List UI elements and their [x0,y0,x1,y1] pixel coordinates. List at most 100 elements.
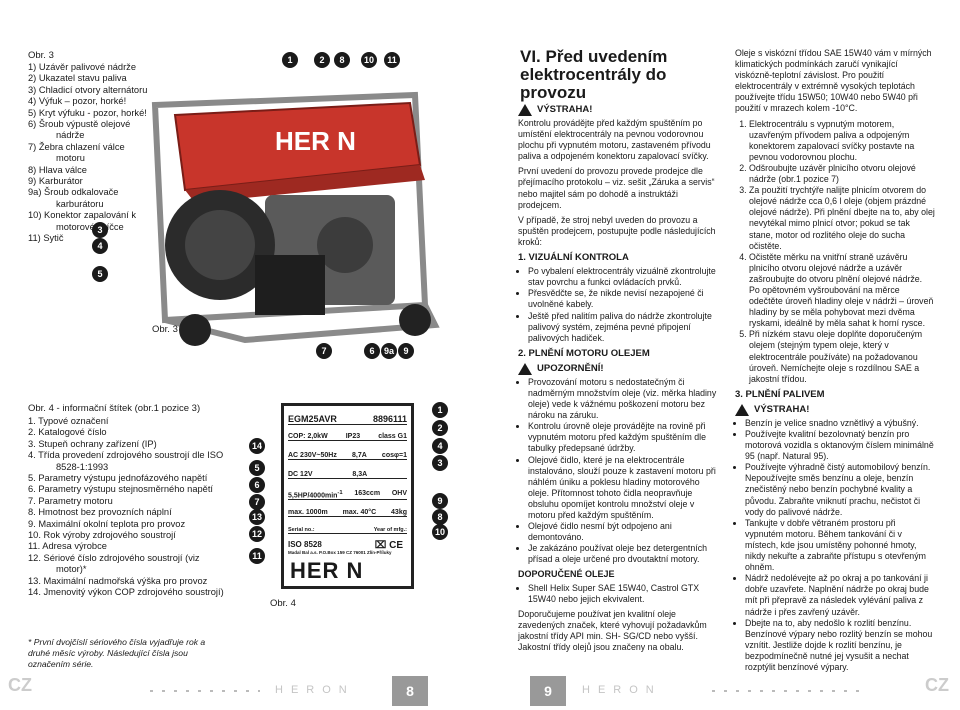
list-item: Používejte kvalitní bezolovnatý benzín p… [745,429,935,462]
warning-1: VÝSTRAHA! [518,104,718,116]
legend-item: 8. Hmotnost bez provozních náplní [28,507,172,518]
heading-visual: 1. VIZUÁLNÍ KONTROLA [518,252,629,264]
step-item: Elektrocentrálu s vypnutým motorem, uzav… [749,119,935,163]
plate-row-cop: COP: 2,0kW IP23 class G1 [288,433,407,441]
legend-item: 9. Maximální okolní teplota pro provoz [28,518,186,529]
list-item: Olejové čidlo, které je na elektrocentrá… [528,455,718,522]
plate-ohv: OHV [391,490,407,497]
callout-marker: 11 [384,52,400,68]
legend-item: 14. Jmenovitý výkon COP zdrojového soust… [28,587,224,598]
list-item: Používejte výhradně čistý automobilový b… [745,462,935,517]
step-item: Za použití trychtýře nalijte plnicím otv… [749,185,935,252]
list-item: Kontrolu úrovně oleje provádějte na rovi… [528,421,718,454]
legend-item: 2) Ukazatel stavu paliva [28,73,127,84]
legend-item: 4. Třída provedení zdrojového soustrojí … [28,450,224,472]
plate-dc: DC 12V [288,471,313,478]
callout-marker: 5 [92,266,108,282]
callout-marker: 2 [314,52,330,68]
legend-item: 9a) Šroub odkalovače karburátoru [28,187,119,209]
legend-item: 13. Maximální nadmořská výška pro provoz [28,575,208,586]
legend-item: 5) Kryt výfuku - pozor, horké! [28,107,147,118]
list-item: Dbejte na to, aby nedošlo k rozlití benz… [745,618,935,673]
callout-marker: 13 [249,509,265,525]
legend-item: 10. Rok výroby zdrojového soustrojí [28,530,176,541]
list-item: Přesvědčte se, že nikde nevisí nezapojen… [528,288,718,310]
warning-icon [735,403,749,416]
list-item: Provozování motoru s nedostatečným či na… [528,377,718,421]
step-item: Při nízkém stavu oleje doplňte doporučen… [749,329,935,384]
callout-marker: 3 [92,222,108,238]
plate-altitude: max. 1000m [288,509,328,516]
plate-brand: HER N [290,558,364,583]
generator-illustration: HER N [151,91,440,346]
callout-marker: 10 [432,524,448,540]
callout-marker: 7 [249,494,265,510]
plate-cop: COP: 2,0kW [288,433,328,440]
plate-row-serial: Serial no.: Year of mfg.: [288,527,407,534]
legend-item: 2. Katalogové číslo [28,427,107,438]
step-item: Očistěte měrku na vnitřní straně uzávěru… [749,252,935,330]
callout-marker: 10 [361,52,377,68]
plate-row-engine: 5,5HP/4000min-1 163ccm OHV [288,490,407,501]
plate-row-model: EGM25AVR 8896111 [288,414,407,425]
column-middle: VÝSTRAHA! Kontrolu provádějte před každý… [518,100,718,657]
plate-engine-sup: -1 [337,490,343,496]
footer-dots-left [150,690,260,692]
plate-ip: IP23 [345,433,361,440]
para-viscosity: Oleje s viskózní třídou SAE 15W40 vám v … [735,48,932,114]
list-item: Po vybalení elektrocentrály vizuálně zko… [528,266,718,288]
list-item: Ještě před nalitím paliva do nádrže zkon… [528,311,718,344]
ce-mark-icon: ⌧ CE [374,540,403,551]
list-item: Olejové čidlo nesmí být odpojeno ani dem… [528,521,718,543]
generator-figure: HER N [125,55,455,370]
plate-temp: max. 40°C [342,509,377,516]
callout-marker: 9 [398,343,414,359]
heading-recommended-oils: DOPORUČENÉ OLEJE [518,569,615,580]
legend-item: 6) Šroub výpustě olejové nádrže [28,119,131,141]
plate-iso: ISO 8528 [288,540,322,549]
plate-ac: AC 230V~50Hz [288,452,337,459]
plate-row-limits: max. 1000m max. 40°C 43kg [288,509,407,517]
list-item: Benzín je velice snadno vznětlivý a výbu… [745,418,935,429]
section-title: VI. Před uvedením elektrocentrály do pro… [520,47,668,102]
para-1: Kontrolu provádějte před každým spuštění… [518,118,711,162]
callout-marker: 11 [249,548,265,564]
page-number-right: 9 [530,676,566,706]
legend-item: 11. Adresa výrobce [28,541,107,552]
visual-list: Po vybalení elektrocentrály vizuálně zko… [518,266,718,344]
plate-engine: 5,5HP/4000min [288,492,338,500]
fig3-caption: Obr. 3 [152,324,178,335]
plate-weight: 43kg [391,509,407,516]
fig4-caption: Obr. 4 [270,598,296,609]
para-3: V případě, že stroj nebyl uveden do prov… [518,214,716,247]
plate-year: Year of mfg.: [373,527,407,533]
callout-marker: 8 [334,52,350,68]
rating-plate: EGM25AVR 8896111 COP: 2,0kW IP23 class G… [281,403,414,589]
callout-marker: 3 [432,455,448,471]
callout-marker: 1 [282,52,298,68]
legend-item: 4) Výfuk – pozor, horké! [28,96,127,107]
callout-marker: 6 [249,477,265,493]
legend-item: 11) Sytič [28,233,64,244]
recommended-oils-list: Shell Helix Super SAE 15W40, Castrol GTX… [518,583,718,605]
heading-oil: 2. PLNĚNÍ MOTORU OLEJEM [518,347,650,359]
plate-cos: cosφ=1 [381,452,407,459]
footer-lang-left: CZ [8,675,32,695]
fig4-title: Obr. 4 - informační štítek (obr.1 pozice… [28,403,201,414]
footnote: * První dvojčíslí sériového čísla vyjadř… [28,637,206,669]
oil-steps-list: Elektrocentrálu s vypnutým motorem, uzav… [735,119,935,385]
para-2: První uvedení do provozu provede prodejc… [518,166,715,210]
plate-dc-amps: 8,3A [352,471,368,478]
callout-marker: 9 [432,493,448,509]
fig3-title: Obr. 3 [28,50,54,61]
legend-item: 10) Konektor zapalování k motorové svíčc… [28,210,137,232]
para-4: Doporučujeme používat jen kvalitní oleje… [518,608,707,653]
callout-marker: 12 [249,526,265,542]
step-item: Odšroubujte uzávěr plnicího otvoru olejo… [749,163,935,185]
callout-marker: 7 [316,343,332,359]
warning-2: UPOZORNĚNÍ! [518,362,718,375]
callout-marker: 14 [249,438,265,454]
plate-serial: Serial no.: [288,527,315,533]
